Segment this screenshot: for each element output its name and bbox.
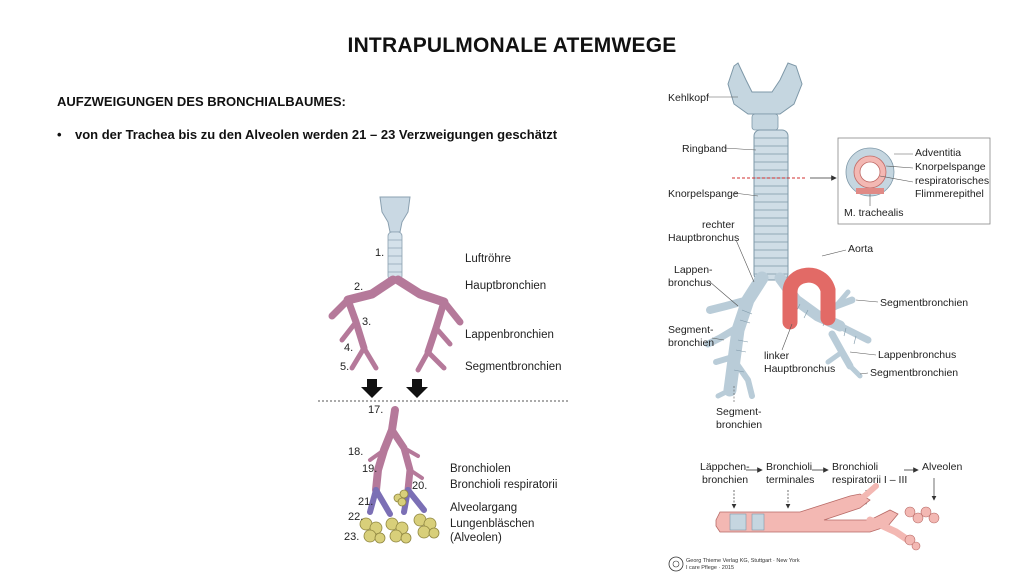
num-20: 20. — [412, 480, 427, 492]
publisher-logo-icon — [668, 556, 684, 572]
left-alveoli-illustration — [359, 489, 440, 544]
slide-title: INTRAPULMONALE ATEMWEGE — [347, 34, 677, 57]
label-bronchioli-respiratorii: Bronchioli respiratorii — [450, 479, 557, 491]
label-segmentbronchien-unten: Segmentbronchien — [870, 367, 958, 379]
label-lungenblaeschen: Lungenbläschen — [450, 518, 534, 530]
label-linker: linker — [764, 350, 790, 362]
flow-bronchien: bronchien — [702, 474, 748, 486]
inset-adventitia: Adventitia — [915, 147, 961, 159]
num-5: 5. — [340, 361, 349, 373]
num-23: 23. — [344, 531, 359, 543]
label-hauptbronchien: Hauptbronchien — [465, 280, 546, 292]
label-bronchus: bronchus — [668, 277, 711, 289]
bronchiole-illustration — [715, 483, 940, 551]
inset-m-trachealis: M. trachealis — [844, 207, 904, 219]
label-segment-rechts: Segment- — [668, 324, 714, 336]
trachea-cross-section-inset: Adventitia Knorpelspange respiratorische… — [837, 137, 991, 225]
label-rechter: rechter — [702, 219, 735, 231]
label-ringband: Ringband — [682, 143, 727, 155]
trachea-illustration — [753, 129, 789, 281]
label-lappen: Lappen- — [674, 264, 713, 276]
label-bronchiolen: Bronchiolen — [450, 463, 511, 475]
bullet-marker: • — [57, 127, 62, 142]
aorta-illustration — [782, 267, 836, 330]
flow-bronchioli-1: Bronchioli — [766, 461, 812, 473]
left-main-bronchi-illustration — [328, 275, 464, 373]
left-arrows — [361, 379, 428, 398]
inset-respiratorisches: respiratorisches — [915, 175, 989, 187]
label-hauptbronchus-links: Hauptbronchus — [764, 363, 835, 375]
num-21: 21. — [358, 496, 373, 508]
num-4: 4. — [344, 342, 353, 354]
label-lappenbronchus-links: Lappenbronchus — [878, 349, 956, 361]
label-aorta: Aorta — [848, 243, 873, 255]
num-18: 18. — [348, 446, 363, 458]
label-alveolen: (Alveolen) — [450, 532, 502, 544]
flow-laeppchen: Läppchen- — [700, 461, 750, 473]
label-alveolargang: Alveolargang — [450, 502, 517, 514]
larynx-illustration — [727, 62, 803, 131]
inset-flimmerepithel: Flimmerepithel — [915, 188, 984, 200]
bullet-point: • von der Trachea bis zu den Alveolen wer… — [57, 127, 557, 142]
right-airway-anatomy: Kehlkopf Ringband Knorpelspange rechter … — [668, 62, 991, 572]
flow-respiratorii: respiratorii I – III — [832, 474, 907, 486]
credit-line-1: Georg Thieme Verlag KG, Stuttgart · New … — [686, 558, 800, 564]
flow-bronchioli-2: Bronchioli — [832, 461, 878, 473]
slide-subtitle: AUFZWEIGUNGEN DES BRONCHIALBAUMES: — [57, 94, 346, 109]
label-knorpelspange: Knorpelspange — [668, 188, 739, 200]
num-2: 2. — [354, 281, 363, 293]
label-segmentbronchien-links: Segmentbronchien — [880, 297, 968, 309]
num-17: 17. — [368, 404, 383, 416]
bullet-text: von der Trachea bis zu den Alveolen werd… — [75, 127, 558, 142]
flow-alveolen: Alveolen — [922, 461, 962, 473]
left-trachea-illustration — [379, 196, 411, 281]
left-bronchial-tree: 1. 2. 3. 4. 5. 17. 18. 19. 20. 21. 22. 2… — [318, 196, 570, 544]
label-bronchien-unten: bronchien — [716, 419, 762, 431]
label-segment-unten: Segment- — [716, 406, 762, 418]
inset-knorpelspange: Knorpelspange — [915, 161, 986, 173]
flow-terminales: terminales — [766, 474, 814, 486]
label-segmentbronchien: Segmentbronchien — [465, 361, 562, 373]
num-1: 1. — [375, 247, 384, 259]
num-22: 22. — [348, 511, 363, 523]
airway-flow-sequence: Läppchen- bronchien Bronchioli terminale… — [700, 461, 962, 509]
label-hauptbronchus-rechts: Hauptbronchus — [668, 232, 739, 244]
publisher-credit: Georg Thieme Verlag KG, Stuttgart · New … — [668, 556, 800, 572]
label-kehlkopf: Kehlkopf — [668, 92, 709, 104]
credit-line-2: I care Pflege · 2015 — [686, 565, 734, 571]
label-bronchien-rechts: bronchien — [668, 337, 714, 349]
num-19: 19. — [362, 463, 377, 475]
label-lappenbronchien: Lappenbronchien — [465, 329, 554, 341]
label-luftroehre: Luftröhre — [465, 253, 511, 265]
num-3: 3. — [362, 316, 371, 328]
